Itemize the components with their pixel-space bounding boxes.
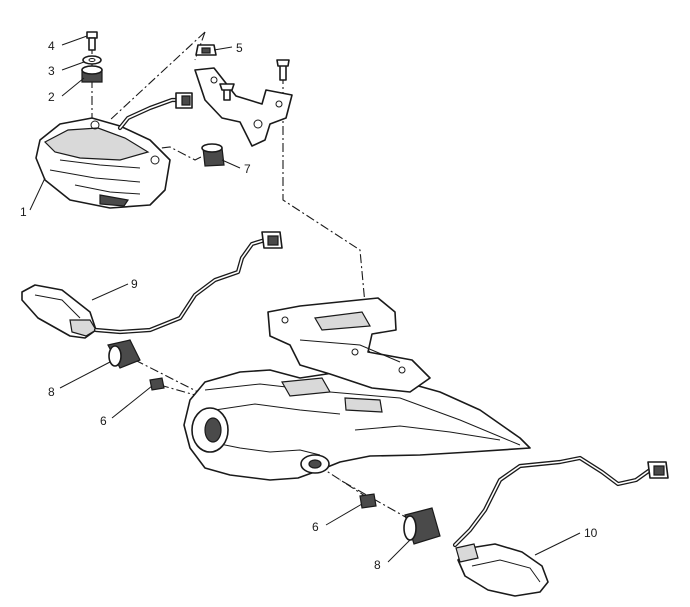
tail-light-part-1 (35, 117, 171, 209)
right-indicator-cable (452, 455, 669, 548)
left-indicator-cable (93, 231, 283, 335)
callout-4: 4 (48, 39, 55, 53)
mounting-sleeve-part-8-right (403, 507, 441, 545)
callout-9: 9 (131, 277, 138, 291)
screw-part-4 (86, 31, 98, 51)
number-plate-bracket (267, 297, 431, 393)
callout-10: 10 (584, 526, 598, 540)
callout-6-left: 6 (100, 414, 107, 428)
callout-8-right: 8 (374, 558, 381, 572)
mounting-sleeve-part-8-left (107, 339, 141, 369)
callout-3: 3 (48, 64, 55, 78)
bracket-screw-right (276, 59, 290, 81)
grommet-part-2 (81, 65, 103, 83)
tail-light-bracket (194, 67, 293, 147)
rubber-mount-part-7 (201, 143, 225, 167)
screw-part-6-left (149, 377, 165, 391)
nut-part-5 (195, 44, 217, 56)
callout-7: 7 (244, 162, 251, 176)
leader-lines (29, 35, 581, 563)
callout-2: 2 (48, 90, 55, 104)
turn-indicator-part-10 (455, 543, 549, 597)
screw-part-6-right (359, 493, 377, 509)
callout-5: 5 (236, 41, 243, 55)
bracket-screw-left (219, 83, 235, 101)
turn-indicator-part-9 (21, 284, 97, 339)
assembly-axis-lines (91, 31, 426, 529)
tail-light-cable (117, 92, 193, 131)
washer-part-3 (82, 55, 102, 65)
callout-6-right: 6 (312, 520, 319, 534)
tail-undertray (183, 369, 531, 481)
callout-labels: 4 3 2 5 7 1 9 8 6 6 8 10 (20, 39, 598, 572)
callout-1: 1 (20, 205, 27, 219)
callout-8-left: 8 (48, 385, 55, 399)
